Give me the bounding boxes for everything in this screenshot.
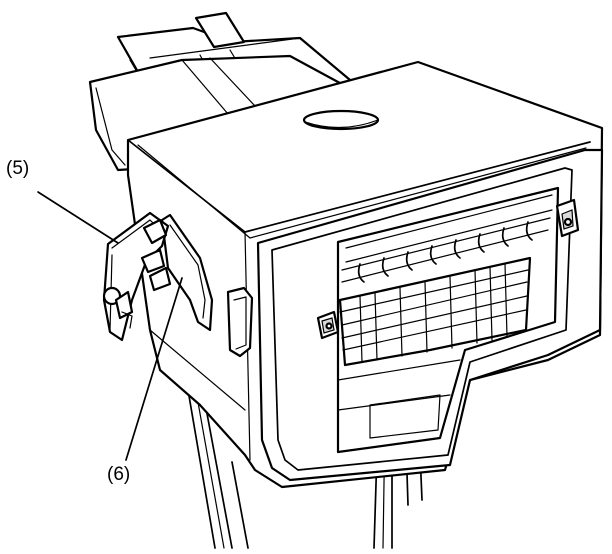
side-handle xyxy=(226,286,254,358)
side-access-opening xyxy=(160,213,214,332)
callout-label-access-opening: (6) xyxy=(107,464,131,485)
front-left-latch xyxy=(316,310,340,340)
callout-label-side-cover: (5) xyxy=(6,158,30,179)
leader-lines xyxy=(37,191,183,461)
paper-guides xyxy=(337,217,551,439)
opened-side-cover xyxy=(102,211,172,342)
right-latch xyxy=(555,198,580,238)
